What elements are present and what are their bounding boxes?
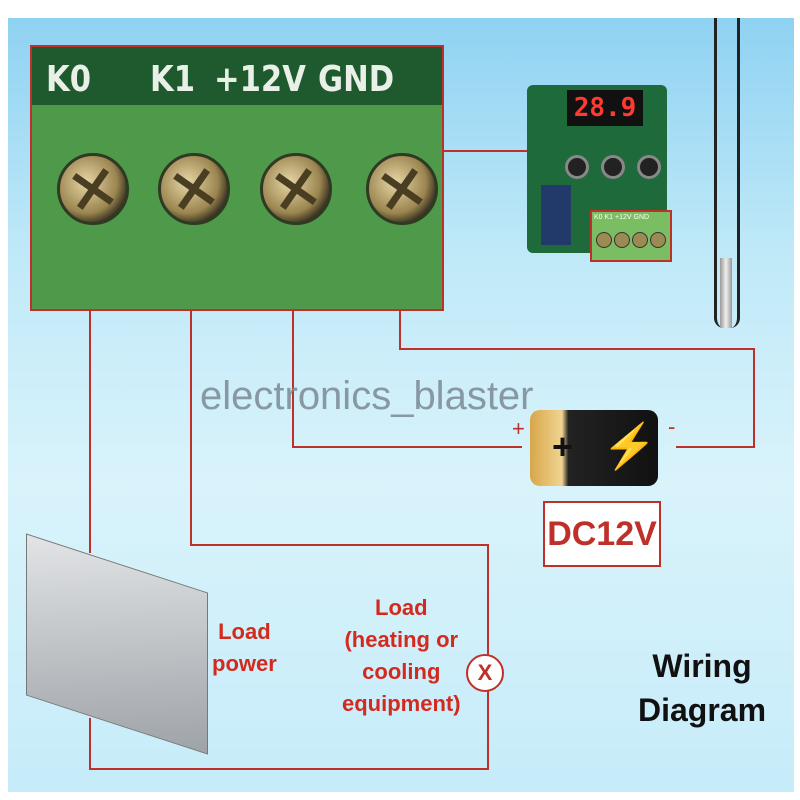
load-line: Load — [375, 595, 428, 620]
wire-k1-horizontal — [190, 544, 488, 546]
load-power-line: Load — [218, 619, 271, 644]
label-k1: K1 — [150, 59, 196, 100]
terminal-label-strip: K0 K1 +12V GND — [32, 47, 442, 105]
board-button — [565, 155, 589, 179]
screw-k0 — [57, 153, 129, 225]
wiring-diagram: K0 K1 +12V GND 28.9 K0 K1 +12V GND elect… — [8, 18, 794, 792]
board-button — [637, 155, 661, 179]
wire-12v — [292, 258, 294, 448]
wire-load-bottom — [487, 688, 489, 770]
battery-icon: + ⚡ — [530, 410, 658, 486]
temperature-probe-icon — [720, 258, 732, 328]
screw-k1 — [158, 153, 230, 225]
screw-gnd — [366, 153, 438, 225]
wire-gnd-horizontal — [399, 348, 755, 350]
thermostat-board: 28.9 K0 K1 +12V GND — [527, 85, 672, 262]
wire-k1 — [190, 258, 192, 546]
label-12v: +12V — [214, 59, 306, 100]
temperature-probe-cable — [714, 18, 740, 328]
wire-battery-minus — [676, 446, 755, 448]
load-line: cooling — [362, 659, 441, 684]
watermark: electronics_blaster — [200, 374, 534, 418]
load-symbol: X — [466, 654, 504, 692]
power-supply-icon — [26, 533, 208, 755]
battery-minus: - — [668, 414, 676, 439]
temperature-display: 28.9 — [567, 90, 643, 126]
board-button — [601, 155, 625, 179]
wire-bottom — [89, 768, 489, 770]
load-label: Load (heating or cooling equipment) — [342, 592, 461, 720]
load-line: equipment) — [342, 691, 461, 716]
screw-12v — [260, 153, 332, 225]
wire-k0 — [89, 258, 91, 553]
load-power-line: power — [212, 651, 277, 676]
wire-psu-bottom — [89, 718, 91, 770]
battery-voltage-label: DC12V — [543, 501, 661, 567]
diagram-title: Wiring Diagram — [638, 644, 766, 732]
board-terminal: K0 K1 +12V GND — [590, 210, 672, 262]
load-power-label: Load power — [212, 616, 277, 680]
title-line: Wiring — [652, 648, 752, 684]
wire-load-top — [487, 544, 489, 656]
label-gnd: GND — [318, 59, 395, 100]
battery-plus: + — [512, 416, 525, 441]
wire-gnd-vertical — [753, 348, 755, 448]
terminal-block-photo: K0 K1 +12V GND — [30, 45, 444, 311]
load-line: (heating or — [344, 627, 459, 652]
title-line: Diagram — [638, 692, 767, 728]
label-k0: K0 — [46, 59, 92, 100]
wire-12v-horizontal — [292, 446, 522, 448]
relay — [541, 185, 571, 245]
board-terminal-labels: K0 K1 +12V GND — [594, 214, 650, 221]
wire-board-link — [440, 150, 540, 152]
